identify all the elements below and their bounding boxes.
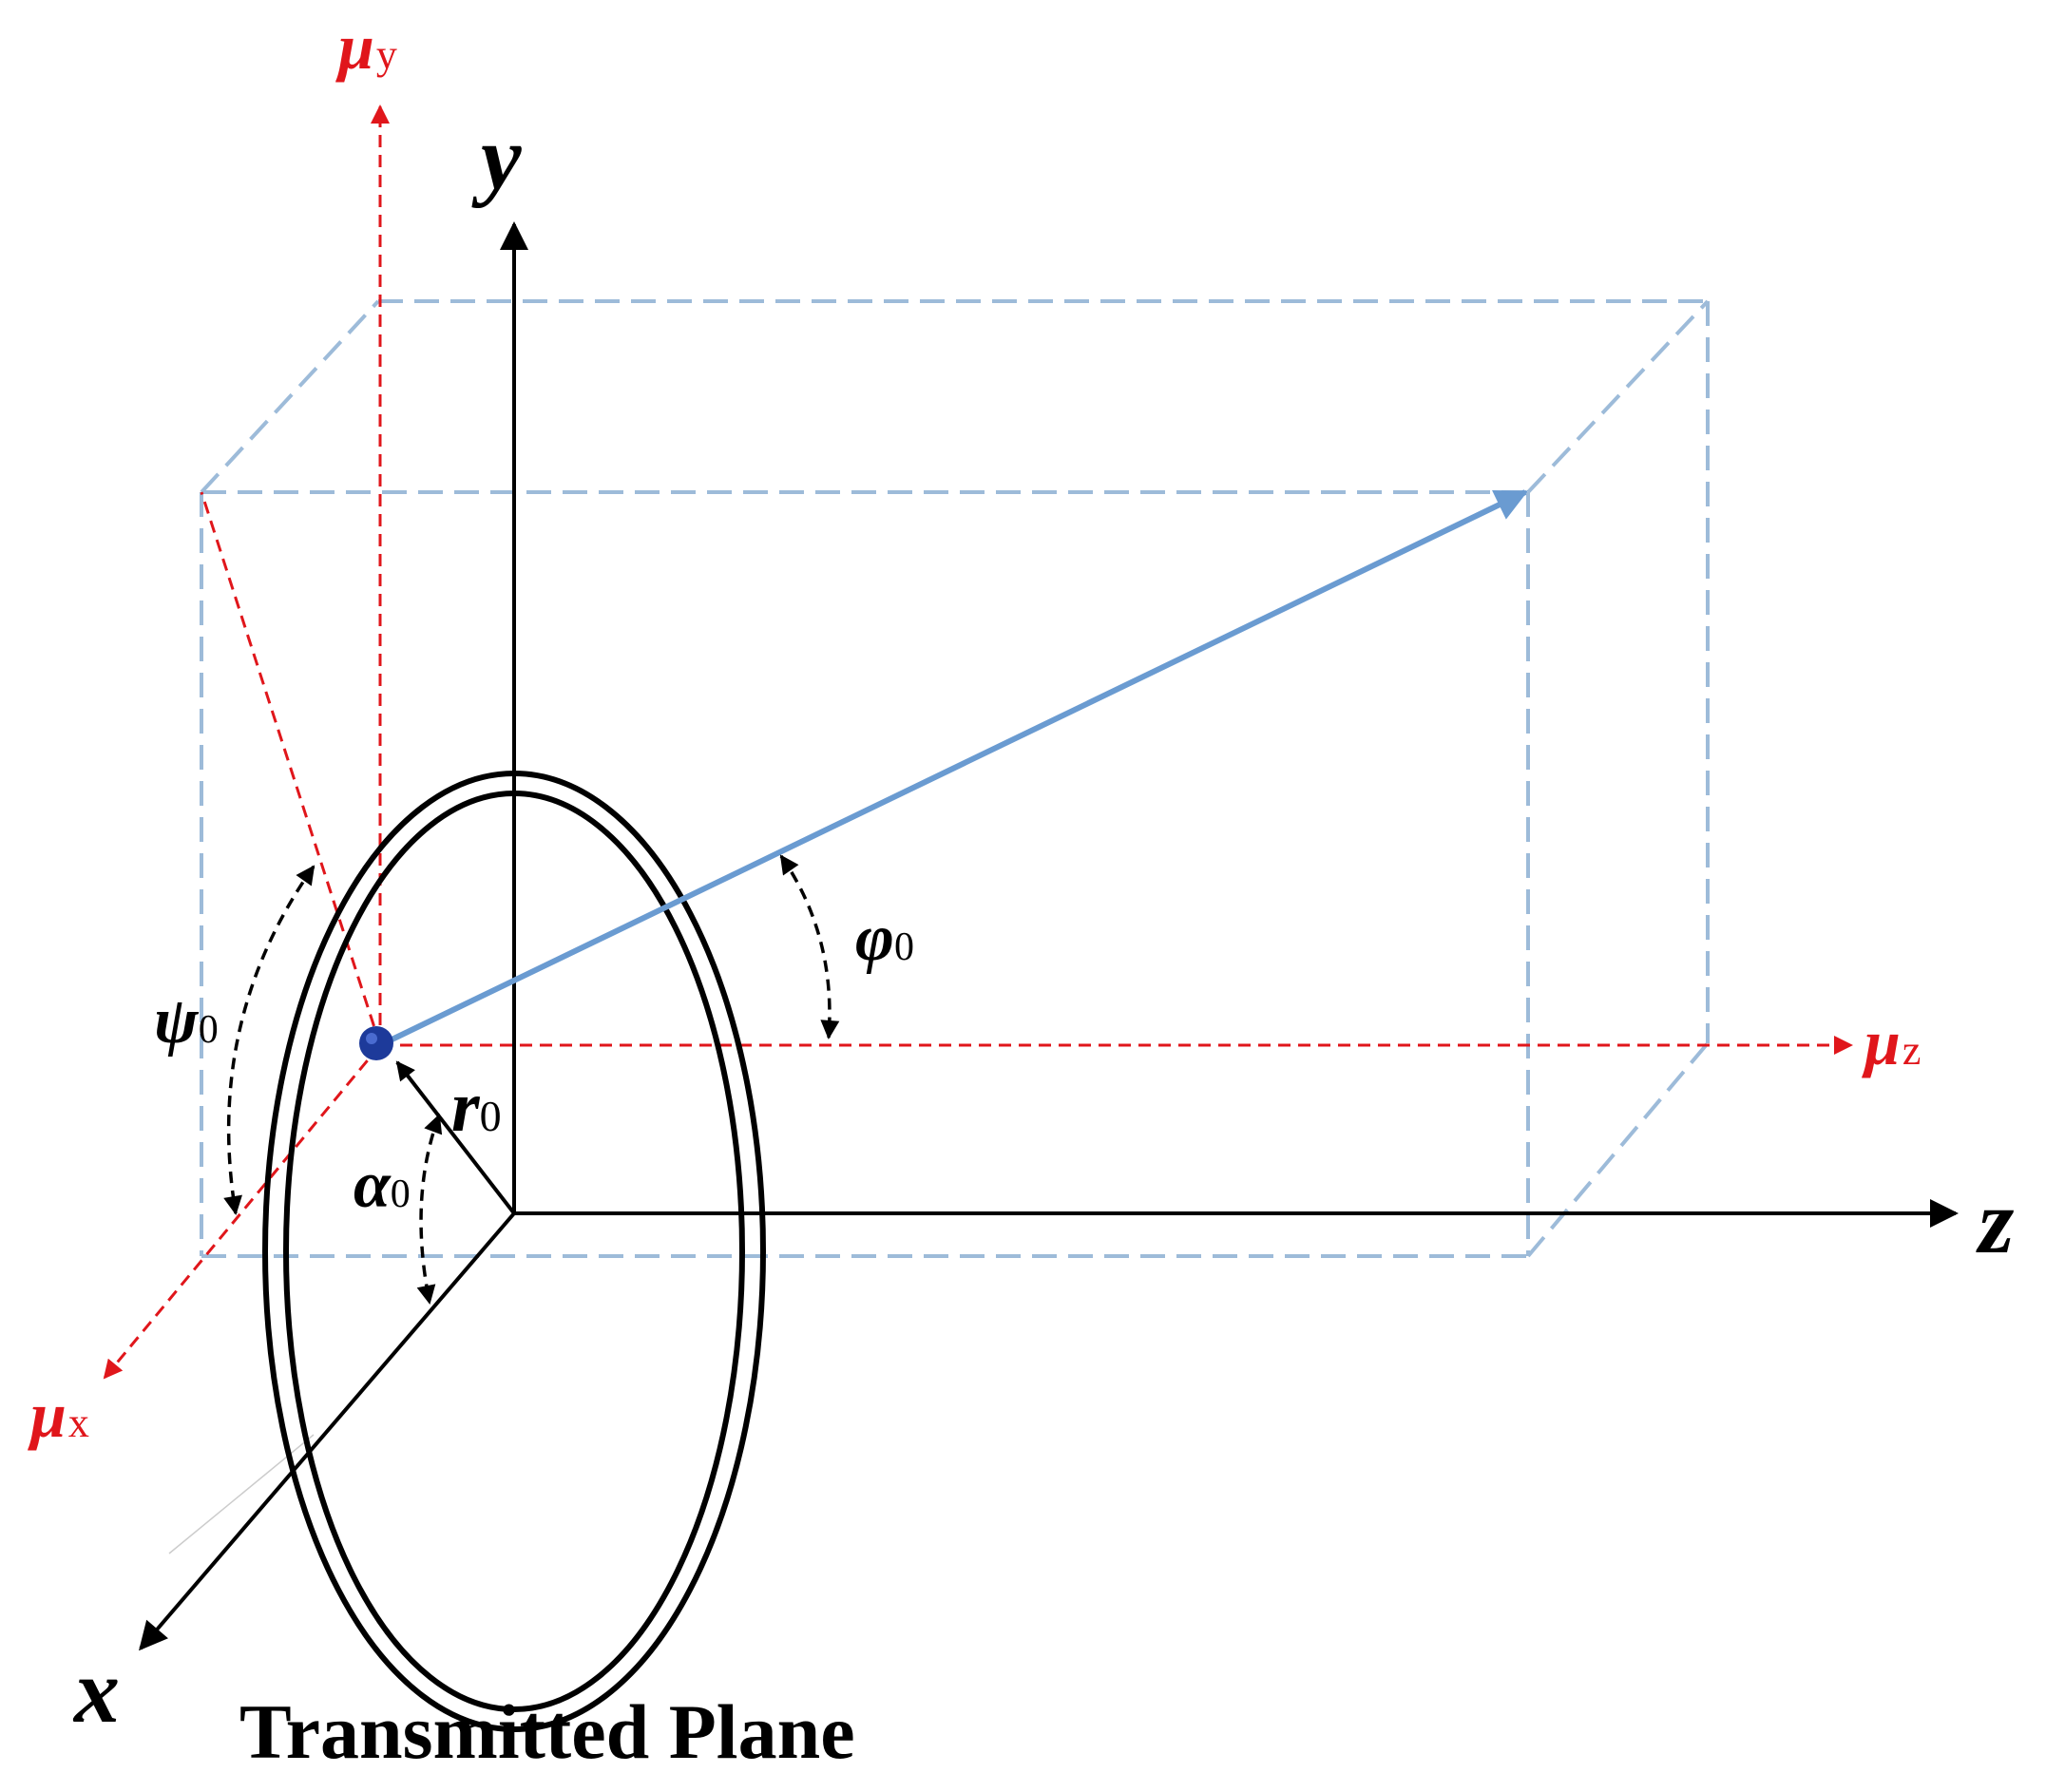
- projection-line: [200, 491, 382, 1046]
- phi-angle-arc: [779, 854, 840, 1039]
- alpha0-label: α0: [354, 1149, 411, 1222]
- x-axis-line: [139, 1211, 516, 1651]
- phi0-label: φ0: [855, 902, 914, 975]
- source-point-highlight: [366, 1033, 377, 1044]
- black-axes: [139, 221, 1959, 1651]
- projection-box: [200, 299, 1710, 1258]
- plane-outer-ring: [262, 771, 766, 1732]
- alpha-angle-arc: [416, 1114, 443, 1305]
- mu-z-label: μz: [1862, 1006, 1921, 1078]
- box-edge-depth-br: [1526, 1041, 1710, 1258]
- ghost-line: [168, 1434, 315, 1554]
- box-edge-depth-tl: [200, 299, 380, 494]
- r0-arrow: [395, 1060, 516, 1215]
- direction-vector: [378, 489, 1529, 1048]
- transmitted-plane: [262, 771, 766, 1732]
- mu-x-label: μx: [28, 1379, 89, 1451]
- x-axis-label: x: [72, 1640, 120, 1742]
- z-axis-label: z: [1976, 1171, 2014, 1272]
- plane-caption: Transmitted Plane: [239, 1688, 855, 1775]
- source-point: [359, 1026, 393, 1060]
- psi0-label: ψ0: [154, 984, 219, 1058]
- mu-x-axis-line: [103, 1044, 382, 1380]
- red-axes: [103, 105, 1853, 1380]
- box-edge-depth-tr: [1526, 299, 1710, 494]
- y-axis-label: y: [471, 106, 522, 208]
- plane-inner-ring: [283, 791, 745, 1712]
- psi-angle-arc: [223, 865, 315, 1215]
- mu-y-label: μy: [335, 10, 397, 83]
- r0-label: r0: [451, 1067, 502, 1147]
